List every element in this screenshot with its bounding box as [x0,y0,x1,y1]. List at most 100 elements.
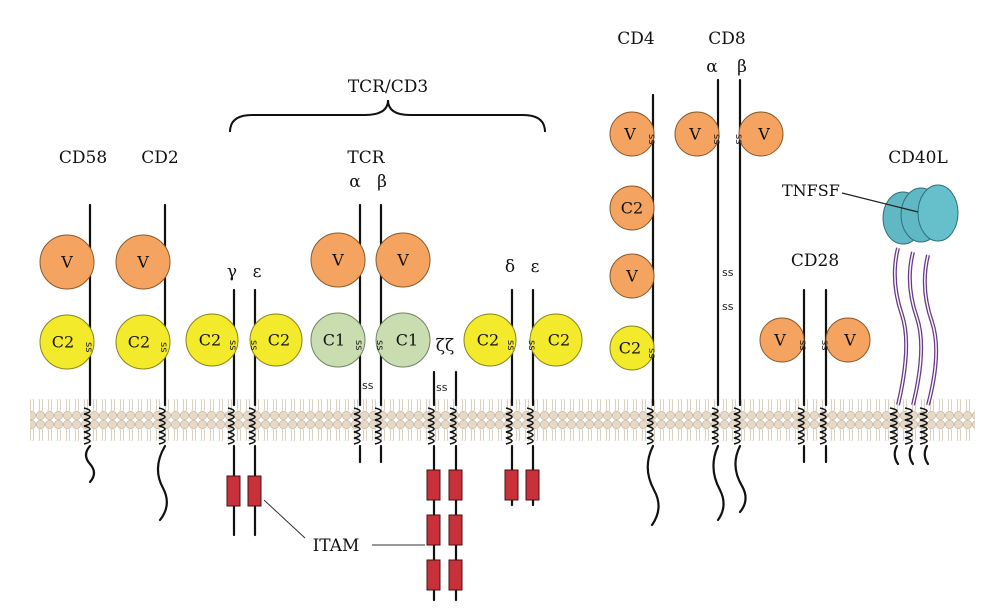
itam-label: ITAM [313,536,360,556]
cd28-molecule: V V ss ss CD28 [759,251,871,464]
cd4-d1-text: V [623,125,636,144]
cd28-left-ss: ss [797,340,808,350]
cd28-label: CD28 [791,251,839,271]
zeta2-itam-2 [448,514,463,546]
tnfsf-label: TNFSF [782,181,840,200]
tcr-beta-v-text: V [396,251,409,270]
cd3-epsilon-c2-domain [249,313,303,367]
cd58-v-domain [39,234,95,290]
cd8-alpha-v-text: V [688,125,701,144]
cd4-d4-ss: ss [646,348,657,358]
tcr-beta-c1-text: C1 [396,331,418,350]
cd8-beta-v-text: V [757,125,770,144]
cd4-d1-v-domain [609,111,655,157]
itam-callout: ITAM [263,499,425,556]
cd3-delta-c2-domain [463,313,517,367]
cd4-d4-text: C2 [619,339,641,358]
cd40l-molecule: TNFSF CD40L [782,148,959,466]
tcr-interchain-ss: ss [362,379,374,392]
cd2-label: CD2 [141,148,178,168]
cd8-beta-v-domain [738,111,784,157]
cd40l-tnf-subunit-3 [917,184,959,242]
tcr-beta-v-domain [375,232,431,288]
tcr-beta-c1-domain [375,312,431,368]
cd3-gamma-ss: ss [227,340,238,350]
zeta-zeta-dimer: ss ζζ [426,336,463,602]
tcr-cd3-brace [229,99,546,133]
zeta-label: ζζ [436,336,454,356]
cd3-epsilon-c2-text: C2 [268,331,290,350]
cd3-epsilon2-ss: ss [526,340,537,350]
cd8-ss-1: ss [722,266,734,279]
cd8-alpha-v-domain [674,111,720,157]
cd28-right-ss: ss [819,340,830,350]
cd3-epsilon-ss: ss [248,340,259,350]
cd28-right-v-domain [825,317,871,363]
tcr-alpha-beta: V V C1 C1 ss ss ss TCR α β [310,148,431,464]
cd58-molecule: V C2 ss CD58 [39,148,107,484]
cell-membrane [30,393,975,453]
cd58-label: CD58 [59,148,107,168]
cd2-c2-domain [115,314,171,370]
cd3-gamma-itam [226,475,241,507]
tcr-label: TCR [347,148,385,168]
cd58-v-text: V [60,253,73,272]
cd3-delta-c2-text: C2 [477,331,499,350]
cd2-v-text: V [136,253,149,272]
cd3-delta-itam [504,469,519,501]
cd4-d4-c2-domain [609,325,655,371]
tcr-cd3-label: TCR/CD3 [348,77,428,97]
cd28-left-v-domain [759,317,805,363]
cd3-gamma-epsilon: C2 C2 ss ss γ ε [185,262,303,537]
tcr-alpha-ss: ss [353,340,364,350]
tcr-alpha-c1-text: C1 [323,331,345,350]
cd8-alpha-ss: ss [711,134,722,144]
cd3-epsilon2-c2-text: C2 [548,331,570,350]
cd4-d3-text: V [625,267,638,286]
cd4-d1-ss: ss [646,134,657,144]
cd3-delta-ss: ss [505,340,516,350]
cd2-v-domain [115,234,171,290]
cd28-left-v-text: V [773,331,786,350]
tcr-alpha-v-text: V [331,251,344,270]
cd8-label: CD8 [708,29,745,49]
cd28-right-v-text: V [843,331,856,350]
tcr-beta-ss: ss [374,340,385,350]
cd8-ss-2: ss [722,300,734,313]
epsilon-label-1: ε [253,262,262,282]
cd4-molecule: V C2 V C2 ss ss CD4 [609,29,660,527]
cd3-gamma-c2-text: C2 [199,331,221,350]
zeta2-itam-1 [448,469,463,501]
zeta1-itam-3 [426,559,441,591]
epsilon-label-2: ε [531,257,540,277]
cd58-c2-text: C2 [52,333,74,352]
tcr-alpha-v-domain [310,232,366,288]
cd2-molecule: V C2 ss CD2 [115,148,179,522]
cd2-ss-bond: ss [158,342,169,352]
cd3-epsilon2-itam [525,469,540,501]
cd3-epsilon2-c2-domain [529,313,583,367]
cd4-d2-text: C2 [621,199,643,218]
tcr-beta-label: β [377,172,387,192]
tcr-alpha-c1-domain [310,312,366,368]
cd3-delta-epsilon: C2 C2 ss ss δ ε [463,257,583,507]
cd3-epsilon-itam [247,475,262,507]
cd8-beta-ss: ss [733,134,744,144]
cd4-d3-v-domain [609,253,655,299]
cd2-c2-text: C2 [128,333,150,352]
cd8-alpha-label: α [706,57,718,77]
cd58-c2-domain [39,314,95,370]
tcr-alpha-label: α [349,172,361,192]
cd4-label: CD4 [617,29,654,49]
cd8-beta-label: β [737,57,747,77]
zeta2-itam-3 [448,559,463,591]
cd58-ss-bond: ss [83,342,94,352]
zeta1-itam-1 [426,469,441,501]
cd8-molecule: V V ss ss ss ss CD8 α β [674,29,784,522]
delta-label: δ [505,257,515,277]
gamma-label: γ [227,262,237,282]
zeta1-itam-2 [426,514,441,546]
zeta-ss: ss [436,381,448,394]
